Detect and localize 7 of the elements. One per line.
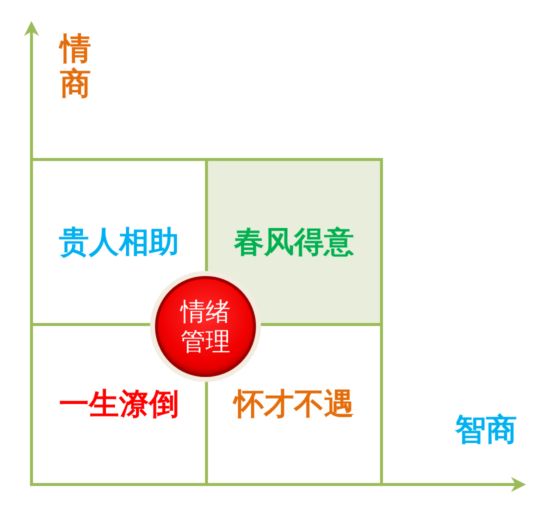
axis-label: 智商 — [455, 413, 517, 448]
quadrant-label: 春风得意 — [234, 226, 354, 258]
axis-label: 情商 — [60, 32, 91, 102]
quadrant-label: 贵人相助 — [59, 226, 179, 258]
circle-label: 情绪管理 — [180, 296, 232, 356]
quadrant-label: 怀才不遇 — [234, 388, 354, 421]
quadrant-label: 一生潦倒 — [59, 388, 179, 421]
